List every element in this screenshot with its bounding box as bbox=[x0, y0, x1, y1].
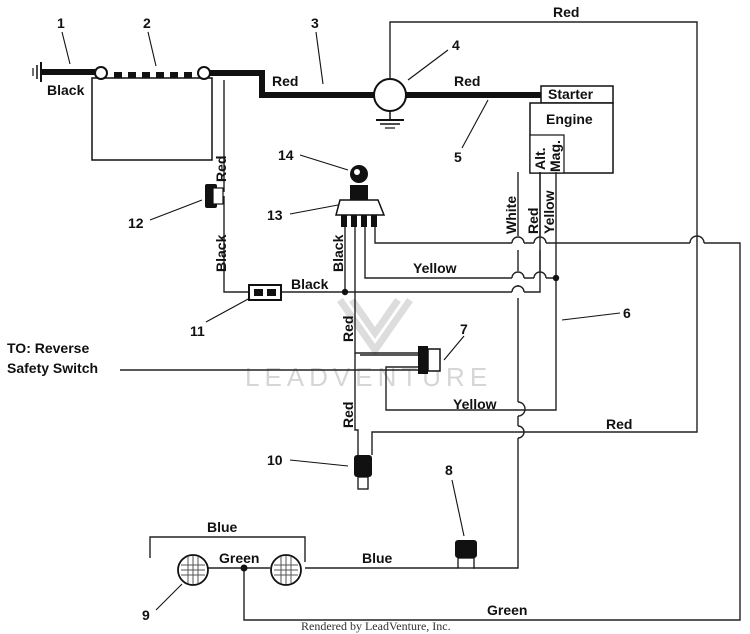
label-yellow-vertical: Yellow bbox=[541, 190, 557, 234]
callout-2: 2 bbox=[143, 15, 151, 31]
label-red-long: Red bbox=[606, 416, 632, 432]
label-red-down: Red bbox=[340, 402, 356, 428]
label-yellow-lower: Yellow bbox=[453, 396, 497, 412]
callout-3: 3 bbox=[311, 15, 319, 31]
label-blue-mid: Blue bbox=[362, 550, 393, 566]
thin-wires bbox=[120, 21, 741, 621]
callout-6: 6 bbox=[623, 305, 631, 321]
label-yellow-mid: Yellow bbox=[413, 260, 457, 276]
callout-4: 4 bbox=[452, 37, 460, 53]
label-main-red-right: Red bbox=[454, 73, 480, 89]
label-switch-red: Red bbox=[340, 316, 356, 342]
callout-5: 5 bbox=[454, 149, 462, 165]
starter-label: Starter bbox=[548, 86, 594, 102]
callout-12: 12 bbox=[128, 215, 144, 231]
main-cables bbox=[42, 69, 541, 98]
alt-label: Alt. bbox=[532, 147, 548, 170]
callout-11: 11 bbox=[190, 323, 205, 339]
label-main-red-left: Red bbox=[272, 73, 298, 89]
junctions bbox=[240, 274, 560, 572]
headlights-9 bbox=[177, 554, 302, 586]
label-green-mid: Green bbox=[219, 550, 259, 566]
reverse-note-line1: TO: Reverse bbox=[7, 340, 89, 356]
wire-labels: Red Red Red Black Red Black Black Black … bbox=[47, 4, 632, 618]
footer-credit: Rendered by LeadVenture, Inc. bbox=[301, 619, 451, 633]
engine-label: Engine bbox=[546, 111, 593, 127]
label-black-right: Black bbox=[291, 276, 329, 292]
callout-13: 13 bbox=[267, 207, 283, 223]
label-white: White bbox=[503, 196, 519, 234]
callout-8: 8 bbox=[445, 462, 453, 478]
reverse-note-line2: Safety Switch bbox=[7, 360, 98, 376]
plug-10 bbox=[354, 455, 372, 490]
label-battery-red: Red bbox=[213, 156, 229, 182]
connector-12 bbox=[205, 184, 224, 208]
callout-1: 1 bbox=[57, 15, 65, 31]
mag-label: Mag. bbox=[547, 140, 563, 172]
label-battery-black: Black bbox=[47, 82, 85, 98]
label-green-bottom: Green bbox=[487, 602, 527, 618]
watermark: LEADVENTURE bbox=[245, 297, 492, 392]
callout-10: 10 bbox=[267, 452, 283, 468]
label-red-vertical: Red bbox=[525, 208, 541, 234]
label-blue-top: Blue bbox=[207, 519, 238, 535]
callout-7: 7 bbox=[460, 321, 468, 337]
ignition-switch bbox=[335, 165, 386, 227]
label-black-down: Black bbox=[213, 234, 229, 272]
callout-leaders bbox=[61, 31, 621, 611]
battery bbox=[91, 66, 213, 161]
engine-block: Starter Engine Alt. Mag. bbox=[529, 85, 614, 174]
label-switch-black: Black bbox=[330, 234, 346, 272]
starter-solenoid bbox=[373, 78, 407, 129]
ground-symbol-left bbox=[32, 62, 42, 82]
watermark-text: LEADVENTURE bbox=[245, 362, 492, 392]
connector-7 bbox=[418, 346, 441, 374]
label-top-red: Red bbox=[553, 4, 579, 20]
callout-9: 9 bbox=[142, 607, 150, 623]
fuse-holder-11 bbox=[248, 284, 282, 301]
callout-14: 14 bbox=[278, 147, 294, 163]
callout-numbers: 1 2 3 4 5 6 7 8 9 10 11 12 13 14 bbox=[57, 15, 631, 623]
light-switch-8 bbox=[455, 540, 477, 569]
reverse-switch-note: TO: Reverse Safety Switch bbox=[7, 340, 98, 376]
